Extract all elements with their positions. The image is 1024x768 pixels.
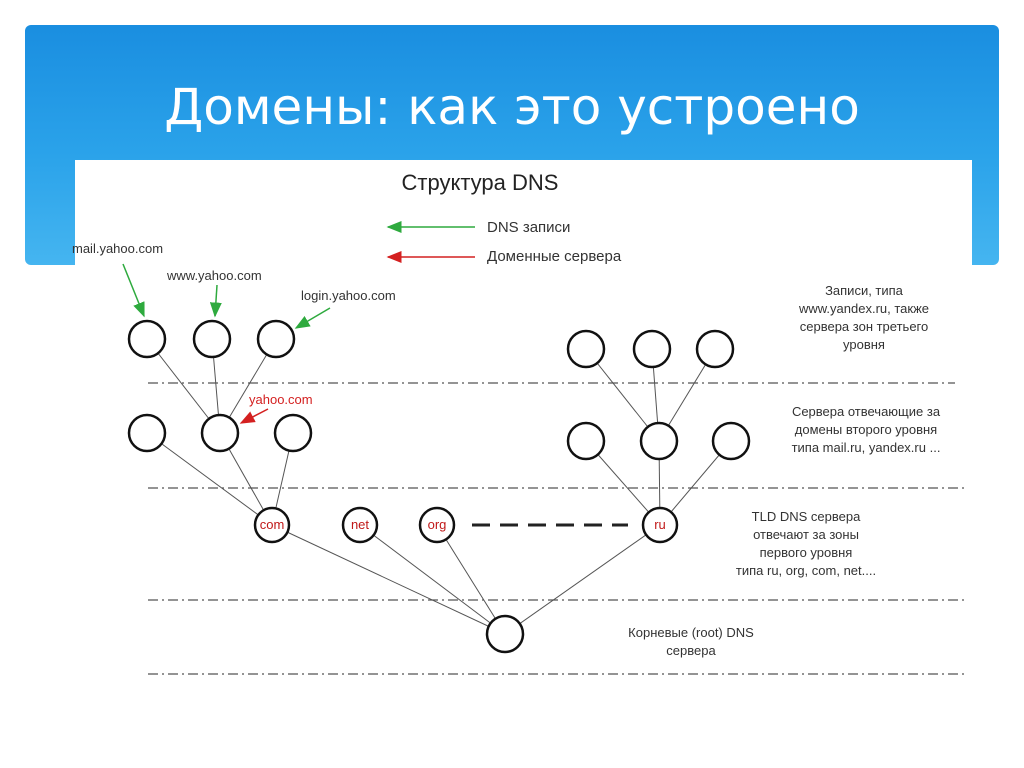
diagram-title: Структура DNS [401,170,559,195]
legend-dns-records: DNS записи [487,219,571,236]
node-level2-right-1 [566,421,606,461]
tld-label-com: com [260,517,285,532]
node-level2-left-1 [127,413,167,453]
label-mail-yahoo: mail.yahoo.com [72,241,164,256]
slide-title: Домены: как это устроено [164,78,860,136]
node-ru [641,506,679,544]
arrow-yahoo [239,408,269,424]
node-yahoo [200,413,240,453]
node-com [253,506,291,544]
tld-label-ru: ru [654,517,666,532]
node-root [485,614,525,654]
node-org [418,506,456,544]
description-level3: Записи, типа www.yandex.ru, также сервер… [798,283,930,352]
description-tld: TLD DNS сервера отвечают за зоны первого… [735,509,877,578]
arrow-www [209,284,222,318]
label-login-yahoo: login.yahoo.com [301,288,396,303]
tld-label-org: org [428,517,447,532]
node-level2-right-3 [711,421,751,461]
arrow-login [294,307,331,329]
description-root: Корневые (root) DNS сервера [628,625,754,658]
node-www-yahoo [192,319,232,359]
level-separators [148,382,968,675]
arrow-mail [122,263,145,318]
legend-domain-servers: Доменные сервера [487,248,622,265]
node-login-yahoo [256,319,296,359]
node-level2-right-2 [639,421,679,461]
node-level3-right-1 [566,329,606,369]
node-level3-right-2 [632,329,672,369]
label-yahoo: yahoo.com [249,392,313,407]
description-level2: Сервера отвечающие за домены второго уро… [791,404,941,455]
tld-label-net: net [351,517,369,532]
node-net [341,506,379,544]
label-www-yahoo: www.yahoo.com [167,268,262,283]
node-mail-yahoo [127,319,167,359]
node-level3-right-3 [695,329,735,369]
node-level2-left-3 [273,413,313,453]
